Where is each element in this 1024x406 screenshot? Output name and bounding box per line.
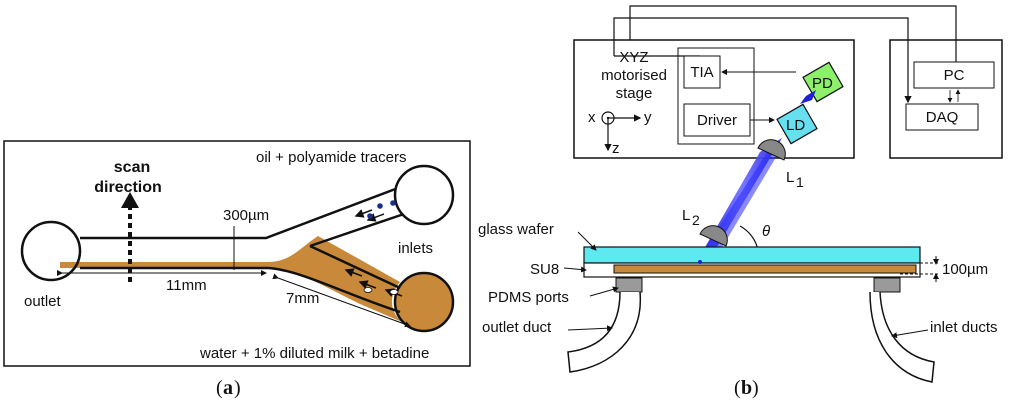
caption-b: b bbox=[741, 377, 752, 399]
tracer-particle bbox=[390, 200, 396, 206]
ld-label: LD bbox=[786, 117, 805, 134]
caption-b-close: ) bbox=[752, 377, 759, 399]
computer-box bbox=[889, 39, 1003, 159]
coordinate-axes-icon bbox=[601, 111, 642, 152]
daq-box bbox=[905, 103, 979, 131]
scan-label-line1: scan bbox=[114, 159, 150, 176]
tracer-particle bbox=[367, 213, 373, 219]
pdms-ports-label: PDMS ports bbox=[488, 289, 569, 306]
laser-diode-icon bbox=[776, 103, 818, 145]
theta-label: θ bbox=[762, 223, 770, 240]
theta-arc bbox=[739, 225, 759, 251]
l2-label: L bbox=[682, 207, 690, 224]
pdms-port-outlet bbox=[615, 277, 643, 293]
panel-a-frame bbox=[3, 140, 471, 367]
channel-outline bbox=[20, 164, 455, 333]
wire-pc bbox=[629, 5, 957, 62]
glass-wafer bbox=[583, 246, 921, 264]
l1-label: L bbox=[786, 169, 794, 186]
l1-sub: 1 bbox=[796, 174, 804, 190]
tracer-particle bbox=[377, 203, 383, 209]
stage-line2: motorised bbox=[601, 67, 667, 84]
glass-wafer-label: glass wafer bbox=[478, 221, 554, 238]
scan-arrow-head-icon bbox=[121, 192, 139, 208]
scan-label-line2: direction bbox=[94, 179, 162, 196]
pc-label: PC bbox=[944, 67, 965, 84]
inlet-duct-tube bbox=[869, 291, 935, 383]
oil-label: oil + polyamide tracers bbox=[256, 149, 406, 166]
outlet-duct-tube bbox=[567, 291, 642, 373]
return-beam bbox=[800, 90, 816, 104]
pd-label: PD bbox=[812, 75, 833, 92]
daq-label: DAQ bbox=[926, 109, 959, 126]
length-7-marker bbox=[272, 273, 411, 328]
length-7-label: 7mm bbox=[286, 290, 319, 307]
caption-b-open: ( bbox=[734, 377, 741, 399]
wire-daq bbox=[613, 17, 912, 104]
stage-line1: XYZ bbox=[619, 49, 648, 66]
axis-y-label: y bbox=[644, 109, 652, 126]
water-flow-arrows bbox=[344, 268, 403, 297]
caption-a-open: ( bbox=[216, 377, 223, 399]
water-label: water + 1% diluted milk + betadine bbox=[199, 345, 429, 362]
lens-icon bbox=[757, 139, 786, 161]
xyz-stage-box bbox=[573, 39, 855, 159]
tia-label: TIA bbox=[690, 64, 713, 81]
axis-z-label: z bbox=[612, 140, 620, 157]
su8-label: SU8 bbox=[530, 261, 559, 278]
electronics-box bbox=[677, 47, 755, 145]
outlet-label: outlet bbox=[24, 293, 62, 310]
inlet-ducts-label: inlet ducts bbox=[930, 319, 998, 336]
water-stream bbox=[60, 236, 402, 322]
pdms-port-inlet bbox=[873, 277, 901, 293]
panel-a: scan direction 300µm 11mm 7mm bbox=[3, 140, 471, 399]
caption-a-close: ) bbox=[234, 377, 241, 399]
l2-sub: 2 bbox=[692, 212, 700, 228]
inlets-label: inlets bbox=[398, 240, 433, 257]
fluid-channel bbox=[613, 264, 917, 274]
axis-x-label: x bbox=[588, 109, 596, 126]
driver-box bbox=[683, 103, 751, 137]
thickness-label: 100µm bbox=[942, 261, 988, 278]
lens-icon bbox=[699, 225, 728, 247]
caption-a: a bbox=[223, 377, 233, 399]
stage-line3: stage bbox=[616, 85, 653, 102]
tia-box bbox=[683, 55, 721, 89]
panel-b: XYZ motorised stage x y z TIA Driver PD … bbox=[478, 5, 1003, 399]
oil-flow-arrows bbox=[354, 200, 396, 222]
length-11-label: 11mm bbox=[166, 277, 207, 294]
outlet-duct-label: outlet duct bbox=[482, 319, 552, 336]
driver-label: Driver bbox=[697, 112, 737, 129]
pc-box bbox=[913, 61, 995, 89]
width-label: 300µm bbox=[223, 207, 269, 224]
